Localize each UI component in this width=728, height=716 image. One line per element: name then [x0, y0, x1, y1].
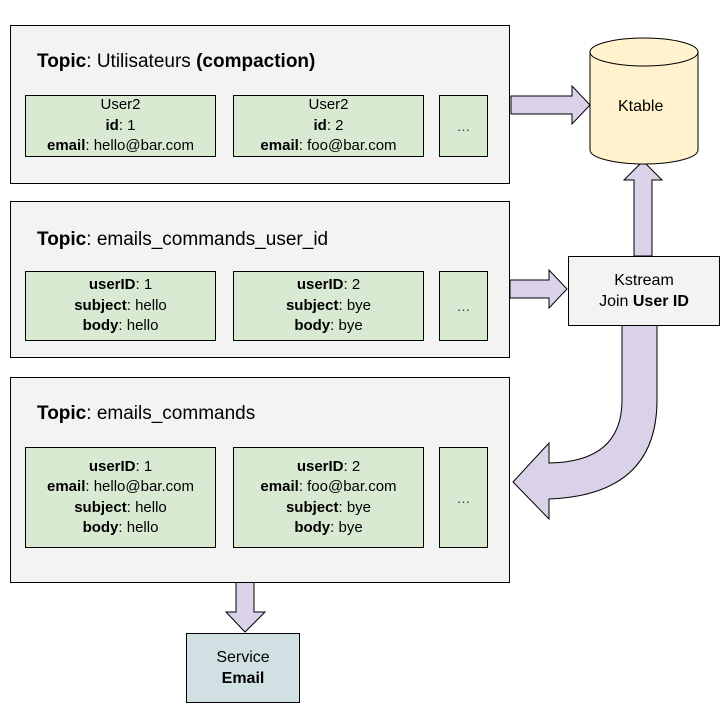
topic-name: emails_commands: [91, 403, 256, 424]
more-messages-ellipsis: …: [439, 95, 488, 157]
topic-emails-commands-user-id: Topic: emails_commands_user_id userID: 1…: [10, 201, 510, 358]
message-card: userID: 1 subject: hello body: hello: [25, 271, 216, 341]
topic-emails-commands: Topic: emails_commands userID: 1 email: …: [10, 377, 510, 583]
topic-name: Utilisateurs: [91, 51, 197, 72]
arrow-kstream-to-ktable: [622, 160, 664, 257]
ktable-label: Ktable: [618, 98, 664, 115]
topic-label: Topic: [37, 403, 87, 424]
arrow-topic1-to-ktable: [510, 84, 591, 126]
topic-title: Topic: emails_commands: [37, 403, 256, 424]
message-card: User2 id: 1 email: hello@bar.com: [25, 95, 216, 157]
message-card: userID: 1 email: hello@bar.com subject: …: [25, 447, 216, 548]
message-card: User2 id: 2 email: foo@bar.com: [233, 95, 424, 157]
topic-suffix: (compaction): [196, 51, 316, 72]
service-email-node: Service Email: [186, 633, 300, 703]
topic-label: Topic: [37, 51, 87, 72]
more-messages-ellipsis: …: [439, 447, 488, 548]
topic-title: Topic: emails_commands_user_id: [37, 229, 329, 250]
topic-label: Topic: [37, 229, 87, 250]
topic-name: emails_commands_user_id: [91, 229, 329, 250]
message-card: userID: 2 email: foo@bar.com subject: by…: [233, 447, 424, 548]
message-card: userID: 2 subject: bye body: bye: [233, 271, 424, 341]
topic-utilisateurs: Topic: Utilisateurs (compaction) User2 i…: [10, 25, 510, 184]
kstream-join-node: Kstream Join User ID: [568, 256, 720, 326]
arrow-topic2-to-kstream: [509, 268, 568, 310]
more-messages-ellipsis: …: [439, 271, 488, 341]
arrow-kstream-to-topic3: [512, 324, 658, 521]
topic-title: Topic: Utilisateurs (compaction): [37, 51, 316, 72]
arrow-topic3-to-service: [224, 581, 267, 633]
